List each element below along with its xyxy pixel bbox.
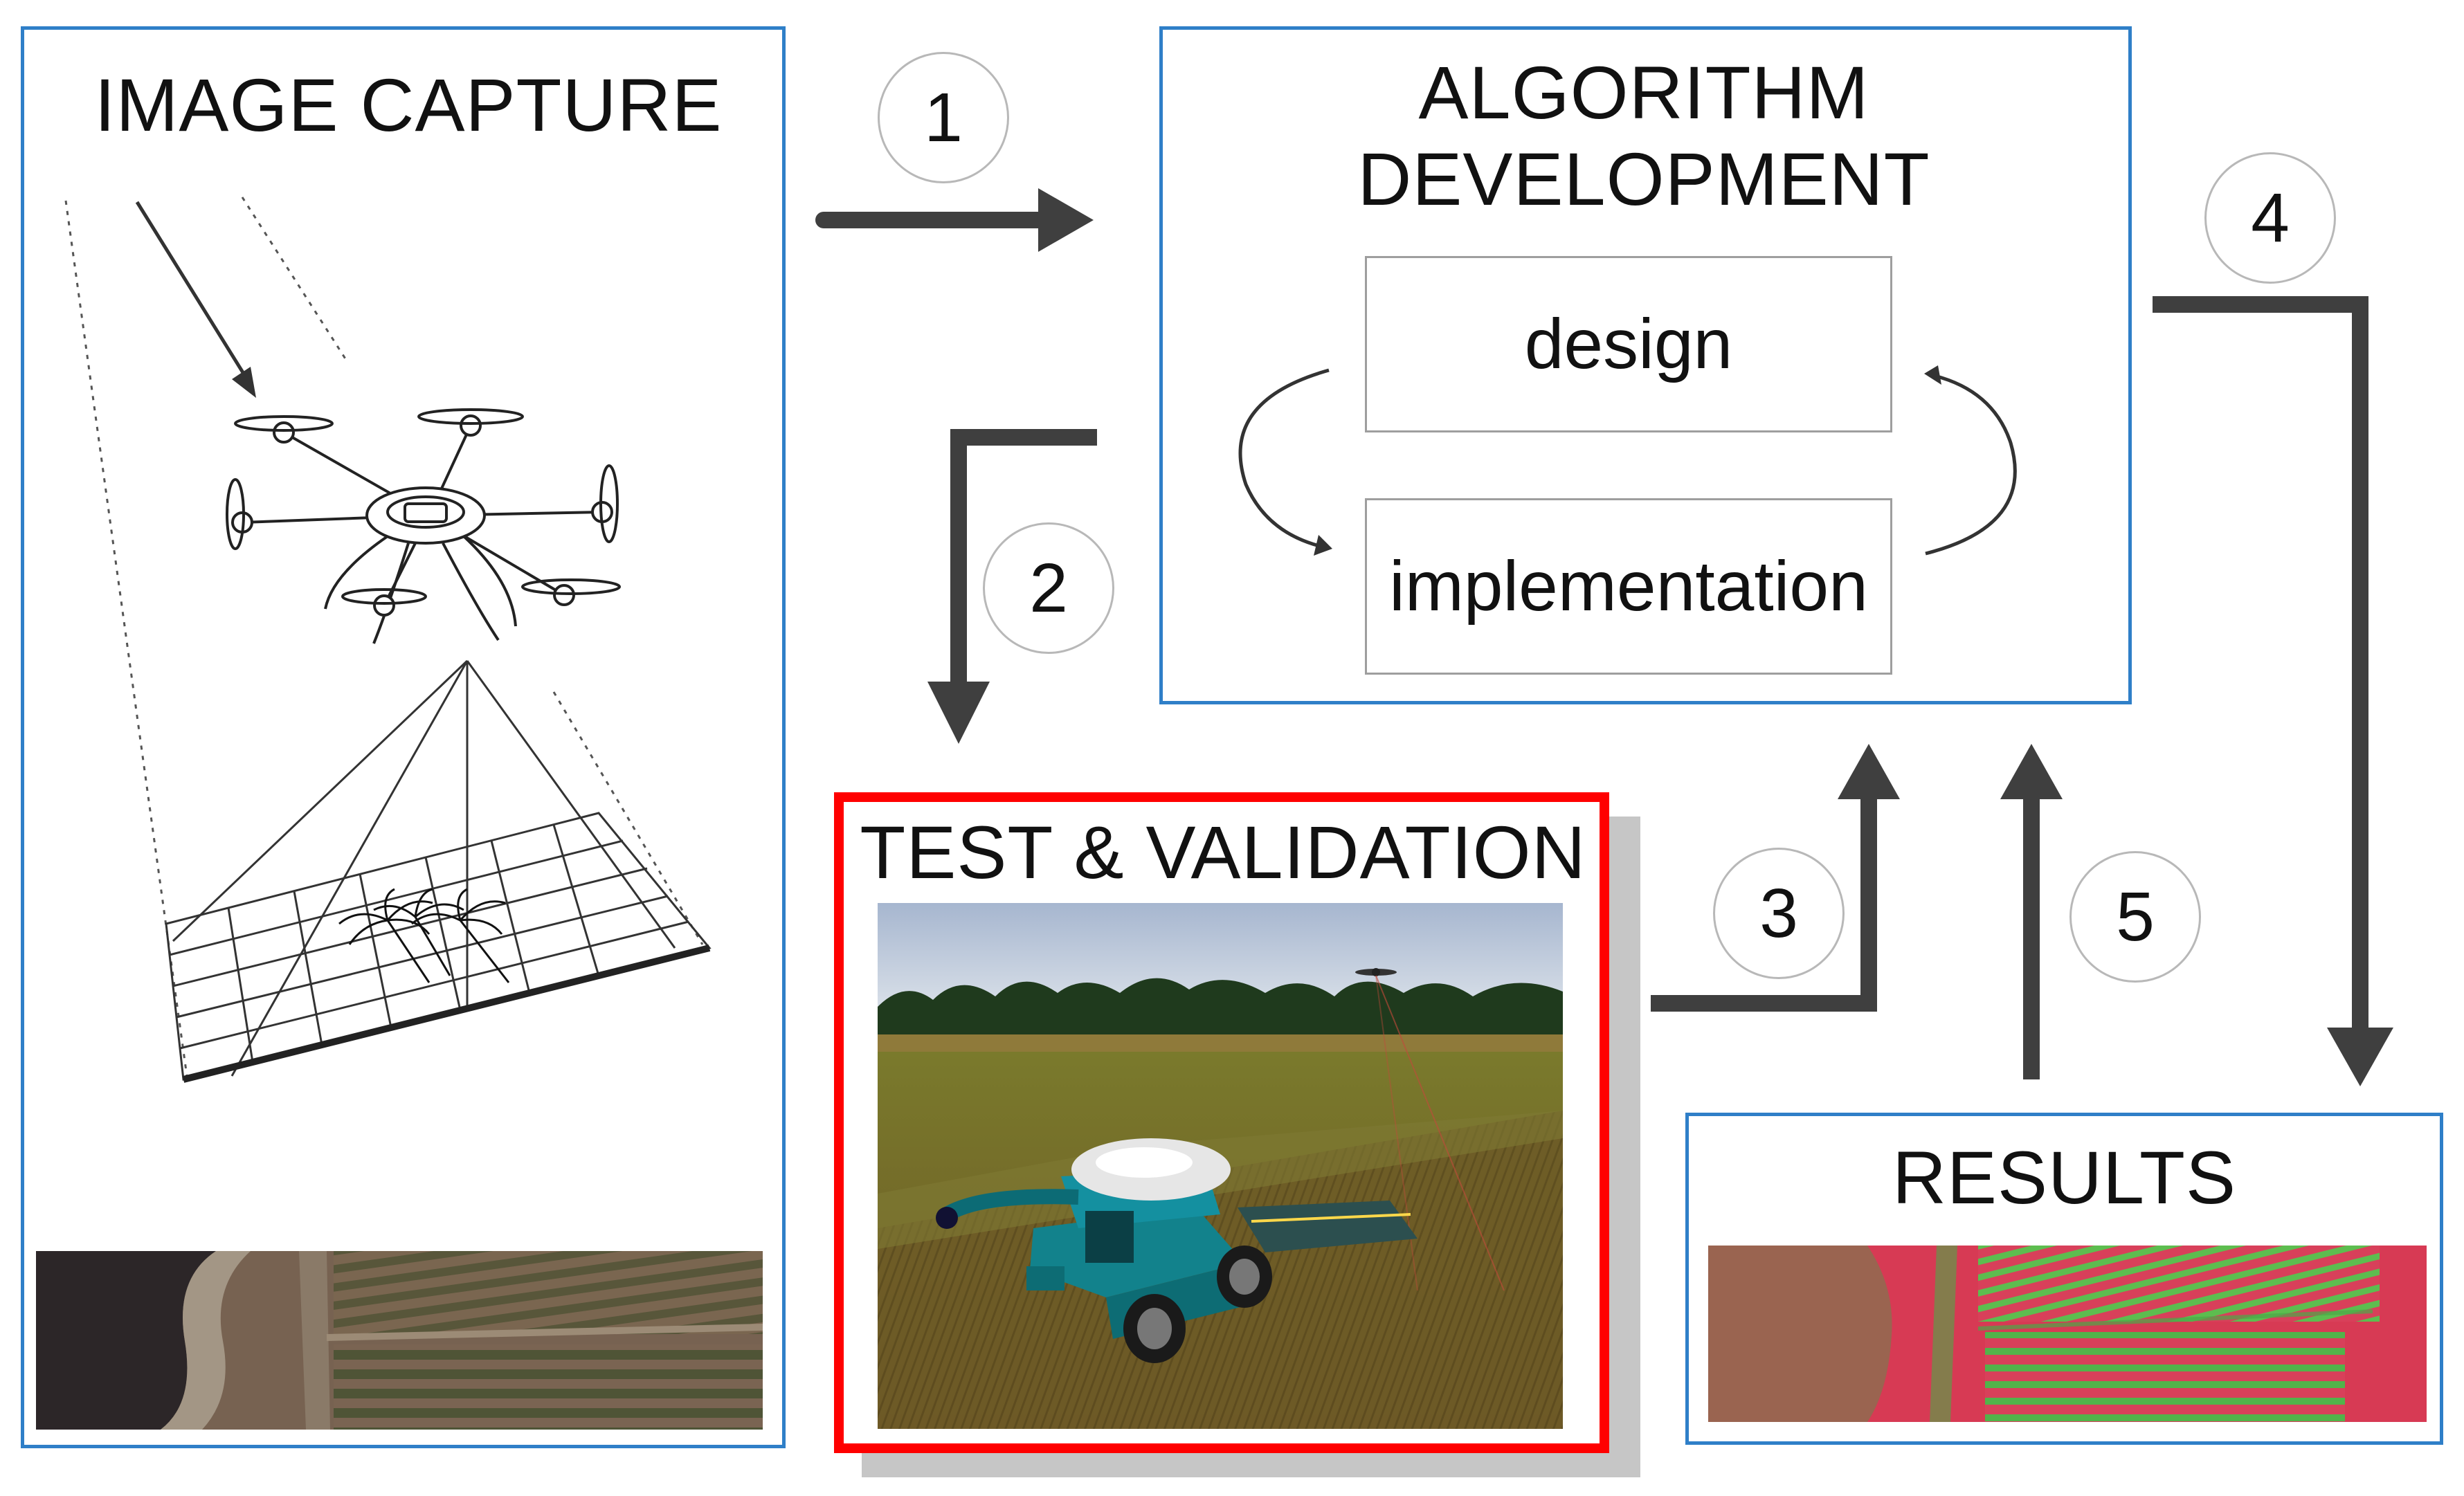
arrow-4 — [2153, 296, 2393, 1086]
step-3-badge: 3 — [1713, 848, 1845, 979]
simulation-scene — [878, 903, 1563, 1429]
step-4-badge: 4 — [2204, 152, 2336, 284]
step-2-badge: 2 — [983, 522, 1114, 654]
design-box: design — [1365, 256, 1892, 432]
incident-light-ray-icon — [135, 201, 256, 398]
arrow-3 — [1651, 744, 1900, 1012]
step-5-badge: 5 — [2069, 851, 2201, 983]
combine-harvester-icon — [936, 1138, 1417, 1363]
ground-grid-icon — [165, 812, 712, 1083]
arrow-2 — [927, 429, 1097, 744]
arrow-5 — [2000, 744, 2063, 1079]
cycle-arrow-right — [1924, 365, 2017, 556]
camera-view-pyramid — [172, 659, 676, 1077]
results-classification-map — [1708, 1246, 2427, 1422]
sun-ray-dotted-lines — [64, 197, 704, 1077]
arrow-1 — [815, 188, 1094, 252]
results-title: RESULTS — [1892, 1135, 2237, 1219]
algorithm-title-line2: DEVELOPMENT — [1357, 137, 1930, 221]
sim-drone-icon — [1355, 968, 1397, 976]
algorithm-title-line1: ALGORITHM — [1418, 51, 1869, 134]
image-capture-panel — [21, 26, 786, 1448]
aerial-photo — [36, 1251, 763, 1430]
hexacopter-drone-icon — [226, 408, 621, 644]
design-label: design — [1524, 304, 1733, 383]
test-validation-title: TEST & VALIDATION — [860, 810, 1586, 894]
cycle-arrow-left — [1238, 368, 1332, 556]
implementation-box: implementation — [1365, 498, 1892, 675]
image-capture-title: IMAGE CAPTURE — [94, 63, 723, 147]
step-1-badge: 1 — [878, 52, 1009, 183]
palm-trees-icon — [338, 888, 510, 983]
implementation-label: implementation — [1389, 547, 1868, 626]
